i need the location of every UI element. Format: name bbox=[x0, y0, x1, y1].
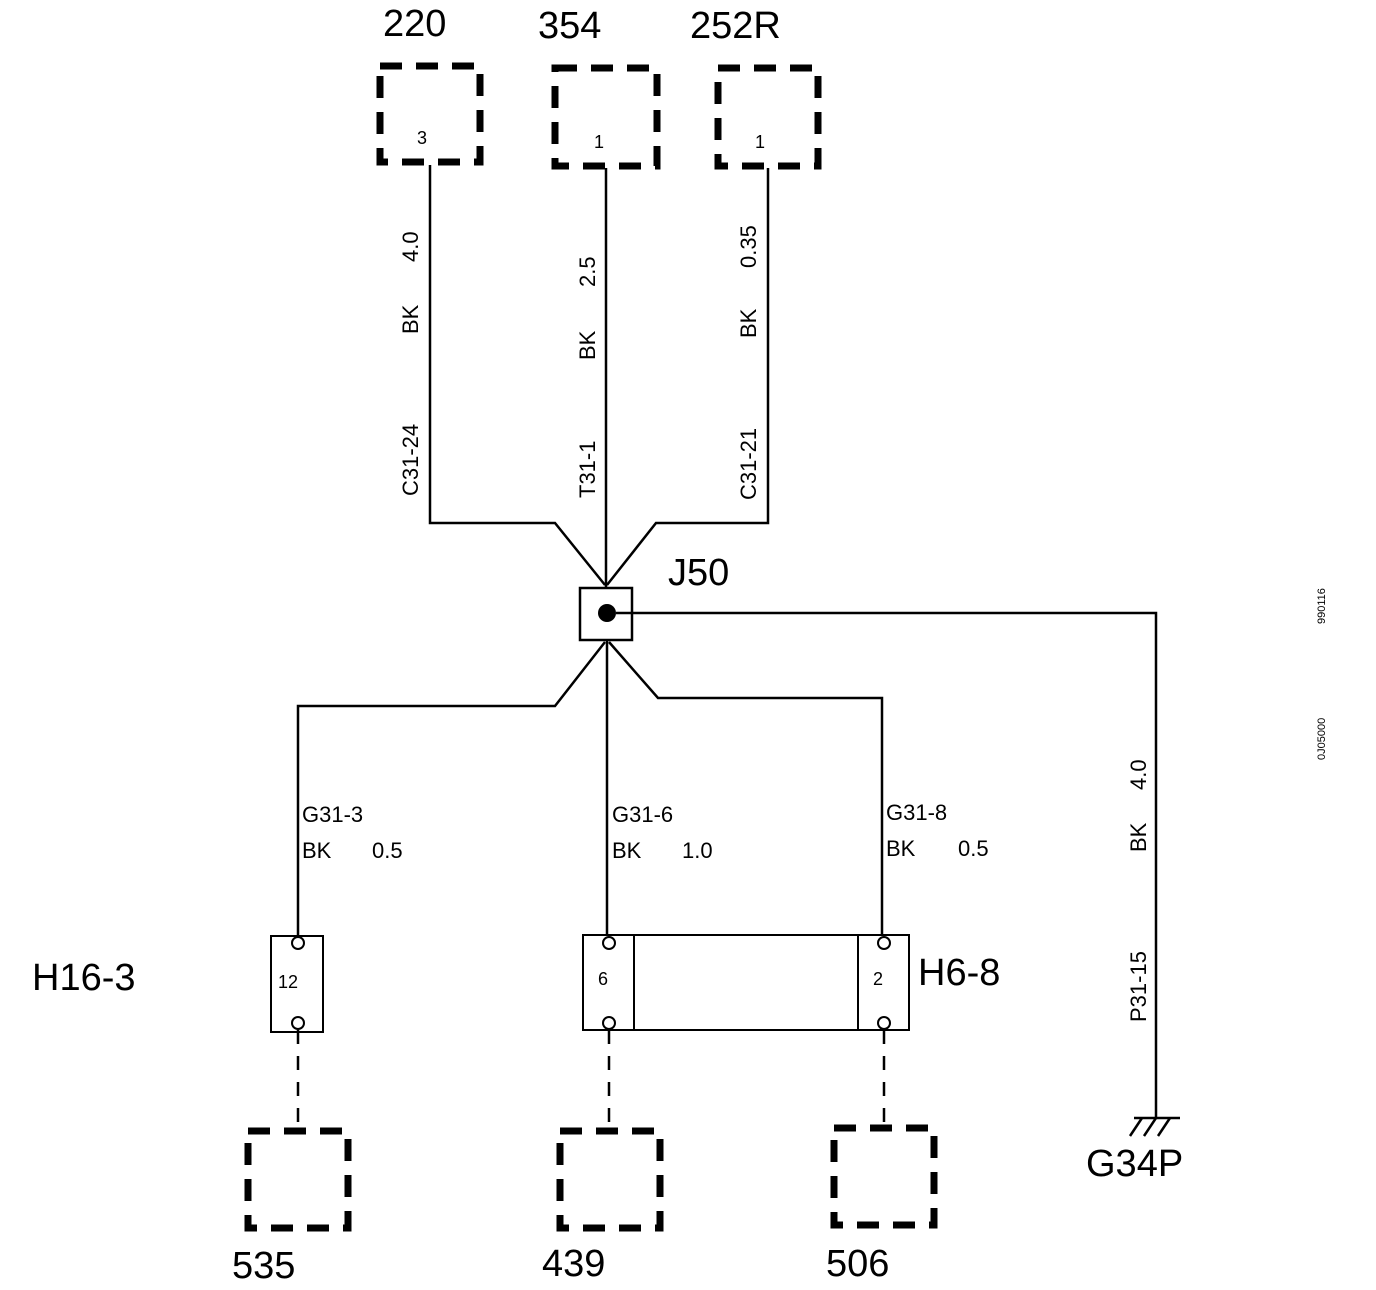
pin-number: 1 bbox=[755, 132, 765, 152]
wire-size: 1.0 bbox=[682, 838, 713, 863]
component-id: 252R bbox=[690, 5, 781, 47]
component-439: 439 bbox=[542, 1127, 664, 1285]
wire-color: BK bbox=[612, 838, 642, 863]
component-220: 220 3 bbox=[376, 3, 484, 166]
wire-size: 4.0 bbox=[1126, 759, 1151, 790]
wire-size: 4.0 bbox=[398, 231, 423, 262]
connector-pin-top bbox=[602, 936, 616, 950]
wire-size: 0.35 bbox=[736, 225, 761, 268]
component-506: 506 bbox=[826, 1124, 938, 1285]
side-code: 0J05000 bbox=[1316, 718, 1328, 760]
connector-body bbox=[582, 934, 910, 1031]
connector-pin-top bbox=[877, 936, 891, 950]
component-id: 506 bbox=[826, 1243, 889, 1285]
wire-circuit: C31-24 bbox=[398, 424, 423, 496]
side-code: 990116 bbox=[1316, 588, 1328, 624]
wire-circuit: G31-6 bbox=[612, 802, 673, 827]
wire-circuit: G31-3 bbox=[302, 802, 363, 827]
connector-pin-top bbox=[291, 936, 305, 950]
component-box bbox=[556, 1127, 664, 1232]
connector-h16-3: 12 H16-3 bbox=[32, 935, 324, 1033]
junction-dot bbox=[598, 604, 616, 622]
wire-circuit: G31-8 bbox=[886, 800, 947, 825]
component-box bbox=[714, 64, 822, 170]
pin-number: 1 bbox=[594, 132, 604, 152]
pin-number: 6 bbox=[598, 969, 608, 989]
component-252R: 252R 1 bbox=[690, 5, 822, 170]
wire-color: BK bbox=[736, 308, 761, 338]
wire-color: BK bbox=[398, 304, 423, 334]
wire-c31-21: 0.35 BK C31-21 bbox=[606, 168, 770, 586]
wire-c31-24: 4.0 BK C31-24 bbox=[398, 165, 606, 586]
pin-number: 12 bbox=[278, 972, 298, 992]
wire-color: BK bbox=[886, 836, 916, 861]
junction-label: J50 bbox=[668, 552, 729, 594]
connector-body bbox=[270, 935, 324, 1033]
wire-p31-15: 4.0 BK P31-15 bbox=[616, 611, 1158, 1118]
wire-g31-3: G31-3 BK 0.5 bbox=[296, 641, 606, 938]
component-id: 439 bbox=[542, 1243, 605, 1285]
pin-number: 3 bbox=[417, 128, 427, 148]
connector-label: H6-8 bbox=[918, 952, 1000, 994]
connector-h6-8: 6 2 H6-8 bbox=[582, 934, 1000, 1031]
wire-circuit: C31-21 bbox=[736, 428, 761, 500]
wire-circuit: P31-15 bbox=[1126, 951, 1151, 1022]
component-box bbox=[551, 64, 661, 170]
wire-g31-6: G31-6 BK 1.0 bbox=[605, 640, 713, 938]
wire-t31-1: 2.5 BK T31-1 bbox=[575, 168, 608, 588]
wire-size: 0.5 bbox=[372, 838, 403, 863]
component-id: 220 bbox=[383, 3, 446, 45]
wire-color: BK bbox=[302, 838, 332, 863]
wire-color: BK bbox=[575, 330, 600, 360]
component-535: 535 bbox=[232, 1127, 352, 1287]
wire-color: BK bbox=[1126, 822, 1151, 852]
component-box bbox=[244, 1127, 352, 1232]
junction-j50: J50 bbox=[578, 552, 729, 642]
component-id: 354 bbox=[538, 5, 601, 47]
wire-size: 0.5 bbox=[958, 836, 989, 861]
component-id: 535 bbox=[232, 1245, 295, 1287]
wire-size: 2.5 bbox=[575, 256, 600, 287]
ground-g34p: G34P bbox=[1086, 1116, 1183, 1185]
wire-g31-8: G31-8 BK 0.5 bbox=[608, 641, 989, 938]
connector-pin-bottom bbox=[877, 1016, 891, 1030]
connector-label: H16-3 bbox=[32, 957, 136, 999]
connector-pin-bottom bbox=[602, 1016, 616, 1030]
pin-number: 2 bbox=[873, 969, 883, 989]
component-box bbox=[830, 1124, 938, 1229]
connector-pin-bottom bbox=[291, 1016, 305, 1030]
component-box bbox=[376, 62, 484, 166]
ground-label: G34P bbox=[1086, 1143, 1183, 1185]
component-354: 354 1 bbox=[538, 5, 661, 170]
wire-circuit: T31-1 bbox=[575, 441, 600, 498]
